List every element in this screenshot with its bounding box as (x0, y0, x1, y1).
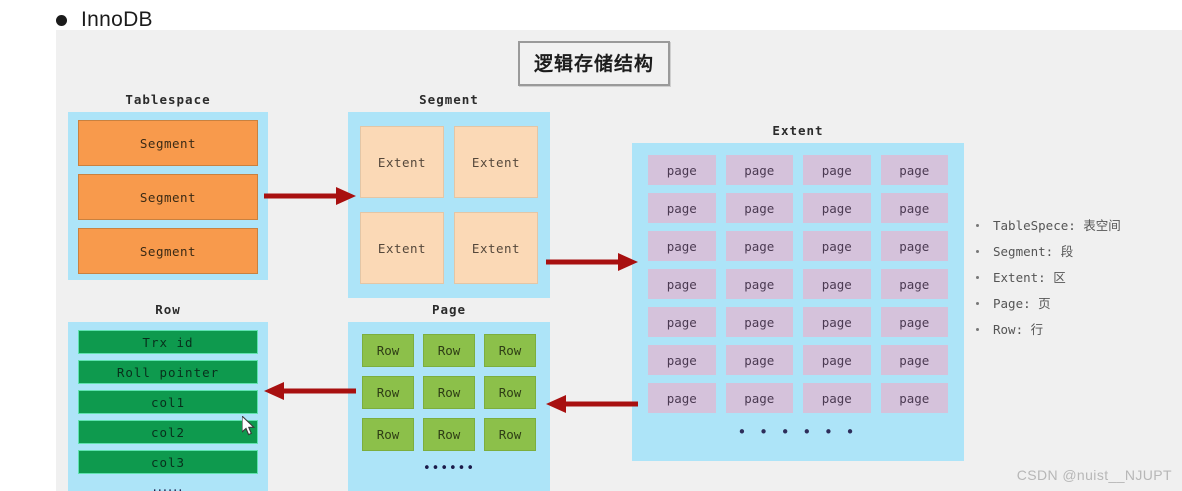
legend-item-label: TableSpece: 表空间 (993, 218, 1121, 233)
tablespace-caption: Tablespace (125, 92, 211, 107)
extent-page-chip[interactable]: page (880, 269, 948, 299)
page-title: InnoDB (81, 8, 153, 31)
legend-item: Row: 行 (976, 319, 1182, 338)
tablespace-container: Segment Segment Segment (68, 112, 268, 280)
extent-page-chip[interactable]: page (648, 231, 716, 261)
extent-page-chip[interactable]: page (880, 231, 948, 261)
extent-page-chip[interactable]: page (648, 269, 716, 299)
extent-page-chip[interactable]: page (648, 383, 716, 413)
extent-page-chip[interactable]: page (725, 231, 793, 261)
extent-page-chip[interactable]: page (803, 231, 871, 261)
tablespace-segment-chip[interactable]: Segment (78, 120, 258, 166)
page-row-chip[interactable]: Row (423, 334, 475, 367)
extent-container: page page page page page page page page … (632, 143, 964, 461)
extent-page-chip[interactable]: page (803, 155, 871, 185)
arrow-segment-to-extent (546, 253, 638, 271)
extent-page-chip[interactable]: page (803, 307, 871, 337)
legend-item: Segment: 段 (976, 241, 1182, 260)
extent-page-chip[interactable]: page (725, 155, 793, 185)
watermark: CSDN @nuist__NJUPT (1016, 467, 1172, 483)
extent-page-chip[interactable]: page (648, 155, 716, 185)
legend-item-label: Row: 行 (993, 322, 1044, 337)
extent-page-chip[interactable]: page (803, 383, 871, 413)
extent-page-chip[interactable]: page (803, 193, 871, 223)
extent-page-chip[interactable]: page (648, 193, 716, 223)
segment-extent-chip[interactable]: Extent (454, 126, 538, 198)
page-row-chip[interactable]: Row (362, 376, 414, 409)
legend-item-label: Segment: 段 (993, 244, 1074, 259)
row-field-chip[interactable]: Roll pointer (78, 360, 258, 384)
diagram-canvas: 逻辑存储结构 Tablespace Segment Segment Segmen… (56, 30, 1182, 491)
arrow-tablespace-to-segment (264, 187, 356, 205)
legend-bullet-icon (976, 302, 979, 305)
extent-page-chip[interactable]: page (725, 345, 793, 375)
row-container: Trx id Roll pointer col1 col2 col3 .....… (68, 322, 268, 491)
legend-bullet-icon (976, 276, 979, 279)
page-container: Row Row Row Row Row Row Row Row Row ••••… (348, 322, 550, 491)
bullet-dot-icon (56, 14, 67, 26)
legend: TableSpece: 表空间 Segment: 段 Extent: 区 Pag… (976, 215, 1182, 345)
extent-page-grid: page page page page page page page page … (648, 155, 948, 413)
page-caption: Page (431, 302, 467, 317)
extent-page-chip[interactable]: page (803, 269, 871, 299)
extent-page-chip[interactable]: page (725, 193, 793, 223)
legend-item: TableSpece: 表空间 (976, 215, 1182, 234)
segment-extent-chip[interactable]: Extent (360, 212, 444, 284)
segment-extent-chip[interactable]: Extent (454, 212, 538, 284)
legend-item-label: Extent: 区 (993, 270, 1066, 285)
page-heading: InnoDB (56, 8, 153, 32)
legend-item-label: Page: 页 (993, 296, 1051, 311)
extent-page-chip[interactable]: page (880, 155, 948, 185)
extent-page-chip[interactable]: page (648, 307, 716, 337)
page-row-chip[interactable]: Row (484, 334, 536, 367)
legend-bullet-icon (976, 250, 979, 253)
row-field-chip[interactable]: col3 (78, 450, 258, 474)
segment-extent-grid: Extent Extent Extent Extent (360, 126, 538, 284)
legend-bullet-icon (976, 224, 979, 227)
page-row-chip[interactable]: Row (362, 334, 414, 367)
extent-page-chip[interactable]: page (725, 383, 793, 413)
page-row-chip[interactable]: Row (362, 418, 414, 451)
arrow-extent-to-page (546, 395, 638, 413)
row-field-chip[interactable]: col2 (78, 420, 258, 444)
arrow-page-to-row (264, 382, 356, 400)
page-row-chip[interactable]: Row (423, 376, 475, 409)
legend-bullet-icon (976, 328, 979, 331)
extent-page-chip[interactable]: page (725, 307, 793, 337)
page-row-chip[interactable]: Row (423, 418, 475, 451)
extent-page-chip[interactable]: page (648, 345, 716, 375)
extent-caption: Extent (772, 123, 824, 138)
legend-item: Extent: 区 (976, 267, 1182, 286)
segment-caption: Segment (419, 92, 479, 107)
extent-page-chip[interactable]: page (880, 383, 948, 413)
row-ellipsis: ...... (152, 480, 184, 491)
page-row-chip[interactable]: Row (484, 376, 536, 409)
extent-page-chip[interactable]: page (803, 345, 871, 375)
extent-page-chip[interactable]: page (880, 307, 948, 337)
row-field-chip[interactable]: Trx id (78, 330, 258, 354)
row-caption: Row (155, 302, 181, 317)
page-ellipsis: •••••• (422, 461, 475, 476)
tablespace-segment-chip[interactable]: Segment (78, 228, 258, 274)
extent-page-chip[interactable]: page (880, 193, 948, 223)
segment-container: Extent Extent Extent Extent (348, 112, 550, 298)
extent-page-chip[interactable]: page (880, 345, 948, 375)
diagram-title: 逻辑存储结构 (518, 41, 671, 86)
tablespace-segment-chip[interactable]: Segment (78, 174, 258, 220)
row-field-chip[interactable]: col1 (78, 390, 258, 414)
extent-ellipsis: • • • • • • (737, 423, 859, 441)
page-row-grid: Row Row Row Row Row Row Row Row Row (362, 334, 536, 451)
extent-page-chip[interactable]: page (725, 269, 793, 299)
segment-extent-chip[interactable]: Extent (360, 126, 444, 198)
page-row-chip[interactable]: Row (484, 418, 536, 451)
legend-item: Page: 页 (976, 293, 1182, 312)
